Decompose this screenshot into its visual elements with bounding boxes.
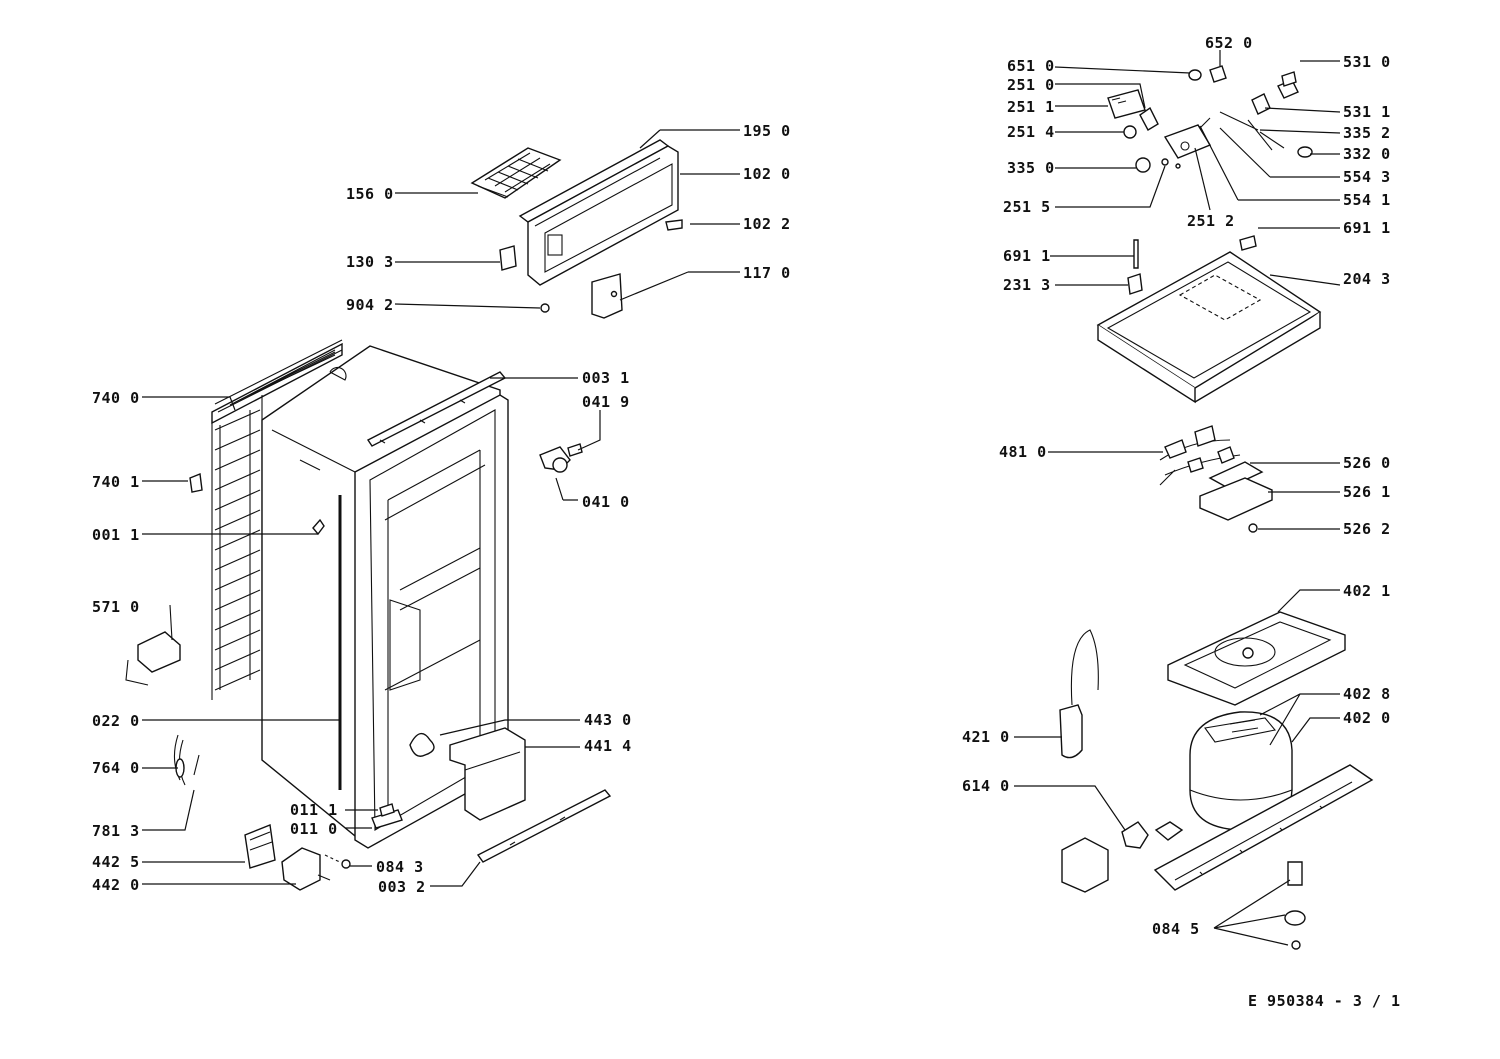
label-651-0: 651 0 — [1007, 57, 1055, 75]
clip — [189, 473, 203, 493]
fan-blade — [409, 732, 435, 757]
sensor-probe — [173, 734, 200, 786]
leader-lines-right — [1014, 50, 1341, 946]
thermostat-cover — [244, 824, 276, 869]
label-571-0: 571 0 — [92, 598, 140, 616]
label-251-2: 251 2 — [1187, 212, 1235, 230]
label-204-3: 204 3 — [1343, 270, 1391, 288]
label-531-0: 531 0 — [1343, 53, 1391, 71]
label-251-0: 251 0 — [1007, 76, 1055, 94]
wiring-harness — [1159, 425, 1241, 486]
label-531-1: 531 1 — [1343, 103, 1391, 121]
lamp-holder — [539, 443, 583, 473]
relay-cover — [1061, 837, 1109, 893]
label-231-3: 231 3 — [1003, 276, 1051, 294]
label-156-0: 156 0 — [346, 185, 394, 203]
label-652-0: 652 0 — [1205, 34, 1253, 52]
label-251-1: 251 1 — [1007, 98, 1055, 116]
control-housing — [1107, 89, 1159, 139]
condenser-coil — [211, 339, 343, 700]
label-084-5: 084 5 — [1152, 920, 1200, 938]
switch-plate — [1251, 93, 1271, 115]
label-102-0: 102 0 — [743, 165, 791, 183]
label-251-4: 251 4 — [1007, 123, 1055, 141]
compressor — [1189, 711, 1293, 831]
label-195-0: 195 0 — [743, 122, 791, 140]
lamp-socket — [1209, 65, 1227, 83]
label-481-0: 481 0 — [999, 443, 1047, 461]
label-130-3: 130 3 — [346, 253, 394, 271]
bottom-rail — [476, 789, 612, 863]
screw-cap — [540, 303, 550, 313]
starter-relay — [1121, 821, 1184, 849]
small-clip — [312, 518, 325, 536]
label-443-0: 443 0 — [584, 711, 632, 729]
label-251-5: 251 5 — [1003, 198, 1051, 216]
capacitor — [1059, 629, 1099, 759]
thermostat-control — [1163, 124, 1212, 159]
drip-tray — [1167, 611, 1346, 706]
knob — [1135, 157, 1181, 173]
terminal-box — [1199, 477, 1273, 521]
lamp-bulb — [1188, 69, 1202, 81]
cabinet-body — [261, 345, 509, 849]
door-hinge-small — [499, 219, 683, 271]
label-691-1-a: 691 1 — [1343, 219, 1391, 237]
relay-unit — [125, 604, 181, 686]
hinge-bracket — [591, 273, 623, 319]
leader-lines-left — [142, 129, 740, 887]
label-904-2: 904 2 — [346, 296, 394, 314]
label-011-0: 011 0 — [290, 820, 338, 838]
label-084-3: 084 3 — [376, 858, 424, 876]
label-335-0: 335 0 — [1007, 159, 1055, 177]
label-402-0: 402 0 — [1343, 709, 1391, 727]
knob-nut — [341, 859, 351, 869]
indicator-lamp — [1297, 146, 1313, 158]
label-740-1: 740 1 — [92, 473, 140, 491]
label-441-4: 441 4 — [584, 737, 632, 755]
evaporator-tray — [1096, 251, 1322, 404]
label-003-1: 003 1 — [582, 369, 630, 387]
label-402-8: 402 8 — [1343, 685, 1391, 703]
label-554-1: 554 1 — [1343, 191, 1391, 209]
label-003-2: 003 2 — [378, 878, 426, 896]
terminal-screw — [1248, 523, 1258, 533]
shaft — [1199, 111, 1285, 151]
label-402-1: 402 1 — [1343, 582, 1391, 600]
freezer-door — [518, 139, 679, 286]
label-011-1: 011 1 — [290, 801, 338, 819]
terminal-cover — [1208, 461, 1264, 489]
label-117-0: 117 0 — [743, 264, 791, 282]
label-332-0: 332 0 — [1343, 145, 1391, 163]
label-001-1: 001 1 — [92, 526, 140, 544]
ice-tray — [470, 147, 562, 199]
label-554-3: 554 3 — [1343, 168, 1391, 186]
label-335-2: 335 2 — [1343, 124, 1391, 142]
label-041-0: 041 0 — [582, 493, 630, 511]
label-442-5: 442 5 — [92, 853, 140, 871]
label-442-0: 442 0 — [92, 876, 140, 894]
compressor-base-plate — [1153, 764, 1374, 891]
thermostat — [281, 847, 331, 891]
label-041-9: 041 9 — [582, 393, 630, 411]
switch-531 — [1277, 71, 1299, 99]
label-781-3: 781 3 — [92, 822, 140, 840]
label-102-2: 102 2 — [743, 215, 791, 233]
label-740-0: 740 0 — [92, 389, 140, 407]
label-421-0: 421 0 — [962, 728, 1010, 746]
label-614-0: 614 0 — [962, 777, 1010, 795]
label-526-1: 526 1 — [1343, 483, 1391, 501]
label-526-2: 526 2 — [1343, 520, 1391, 538]
drawing-code: E 950384 - 3 / 1 — [1248, 992, 1401, 1010]
fan-housing — [449, 727, 526, 821]
sensor-pin — [1127, 235, 1257, 295]
label-691-1-b: 691 1 — [1003, 247, 1051, 265]
label-022-0: 022 0 — [92, 712, 140, 730]
label-764-0: 764 0 — [92, 759, 140, 777]
grommets — [1284, 861, 1306, 950]
lower-hinge — [371, 803, 403, 829]
label-526-0: 526 0 — [1343, 454, 1391, 472]
labels: 195 0 102 0 156 0 102 2 130 3 117 0 904 … — [92, 34, 1401, 1010]
